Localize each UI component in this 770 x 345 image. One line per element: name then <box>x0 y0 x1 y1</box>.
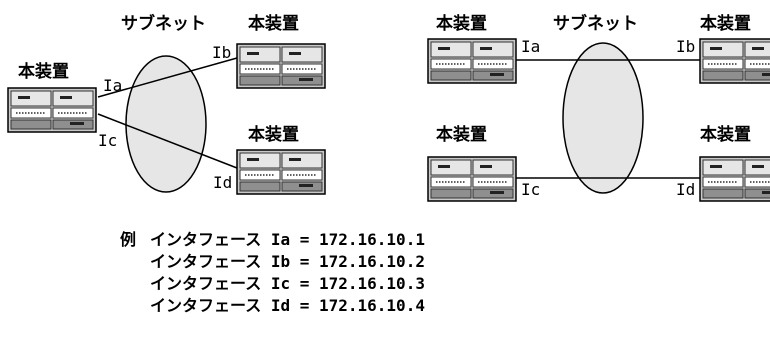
if-label-b: Ib <box>212 43 232 62</box>
device-br-label: 本装置 <box>700 125 751 145</box>
device-bottom-label: 本装置 <box>248 125 299 145</box>
link-c-d <box>97 113 238 169</box>
if-label-c-right: Ic <box>521 180 541 199</box>
device-tr-label: 本装置 <box>700 14 751 34</box>
if-label-b-right: Ib <box>676 37 696 56</box>
if-label-d: Id <box>213 173 233 192</box>
device-tl <box>427 38 517 84</box>
device-bl-label: 本装置 <box>436 125 487 145</box>
if-label-c: Ic <box>98 131 118 150</box>
address-legend: 例 インタフェース Ia = 172.16.10.1 インタフェース Ib = … <box>120 232 540 320</box>
subnet-ellipse-right <box>562 42 644 194</box>
legend-row: インタフェース Id = 172.16.10.4 <box>150 296 425 315</box>
network-diagram: サブネット 本装置 本装置 本装置 Ia Ib Ic Id 本装置 サブネット … <box>7 14 770 320</box>
subnet-label-left: サブネット <box>121 14 206 34</box>
legend-row: インタフェース Ia = 172.16.10.1 <box>150 230 425 249</box>
device-bl <box>427 156 517 202</box>
device-br <box>699 156 770 202</box>
device-top <box>236 43 326 89</box>
if-label-d-right: Id <box>676 180 696 199</box>
link-a-b <box>97 57 238 98</box>
device-tl-label: 本装置 <box>436 14 487 34</box>
device-main <box>7 87 97 133</box>
device-bottom <box>236 149 326 195</box>
legend-prefix: 例 <box>120 230 137 249</box>
if-label-a-right: Ia <box>521 37 541 56</box>
diagram-lines <box>7 38 770 202</box>
subnet-ellipse-left <box>125 55 207 193</box>
subnet-label-right: サブネット <box>553 14 638 34</box>
if-label-a: Ia <box>103 76 123 95</box>
legend-row: インタフェース Ic = 172.16.10.3 <box>150 274 425 293</box>
device-main-label: 本装置 <box>18 62 69 82</box>
device-tr <box>699 38 770 84</box>
device-top-label: 本装置 <box>248 14 299 34</box>
legend-row: インタフェース Ib = 172.16.10.2 <box>150 252 425 271</box>
